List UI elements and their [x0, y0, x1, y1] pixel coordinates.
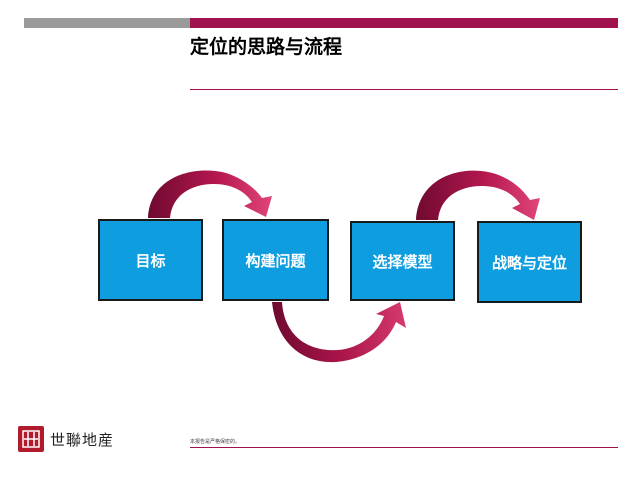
step-strategy-positioning-label: 战略与定位 [491, 253, 567, 272]
logo-text: 世聯地産 [50, 430, 115, 449]
step-build-question-label: 构建问题 [245, 251, 306, 270]
arrow-3-to-4 [416, 170, 540, 220]
step-select-model-label: 选择模型 [372, 252, 433, 271]
header-accent-bar [190, 18, 618, 28]
step-goal-box: 目标 [98, 219, 203, 301]
title-divider [190, 89, 618, 90]
step-select-model-box: 选择模型 [350, 221, 455, 301]
arrow-2-to-3 [272, 302, 406, 363]
header-gray-bar [24, 18, 190, 28]
step-strategy-positioning-box: 战略与定位 [477, 221, 582, 303]
arrow-1-to-2 [148, 170, 272, 218]
footer-divider [190, 447, 618, 448]
confidential-note: 本报告是严格保密的。 [190, 439, 241, 445]
step-build-question-box: 构建问题 [222, 219, 329, 301]
logo-seal-icon [18, 426, 44, 452]
slide-title: 定位的思路与流程 [190, 36, 343, 58]
step-goal-label: 目标 [135, 251, 166, 270]
company-logo: 世聯地産 [18, 426, 114, 452]
